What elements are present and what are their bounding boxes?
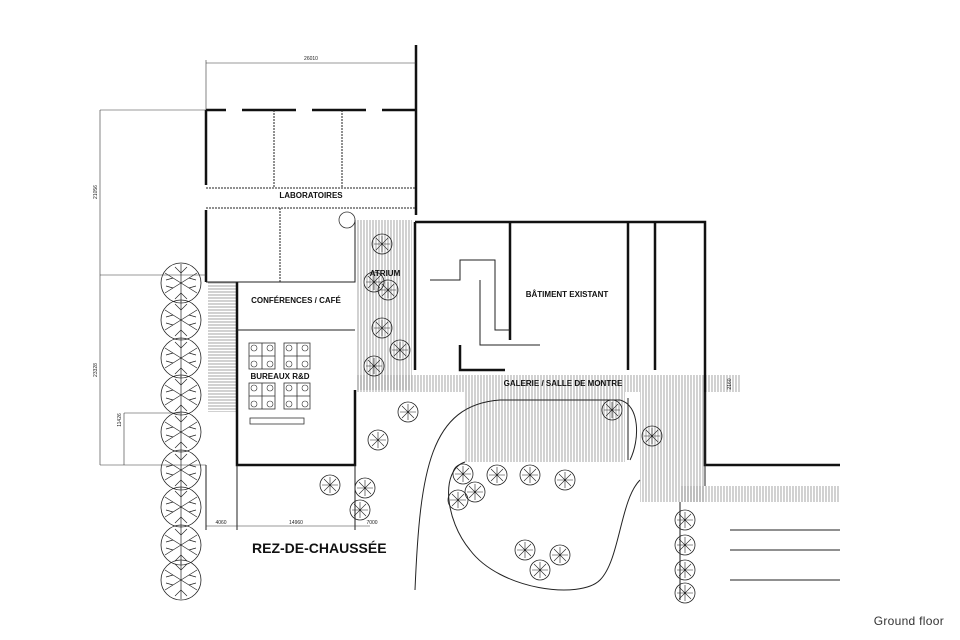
dim-main-height: 23328 [93, 363, 99, 377]
deck-hatch [640, 392, 705, 502]
counter [249, 417, 305, 425]
image-caption: Ground floor [873, 614, 944, 628]
terrace-hatch [208, 282, 236, 352]
desk-cluster [283, 382, 311, 410]
stair-hatch [208, 352, 236, 412]
desk-cluster [248, 342, 276, 370]
walls [204, 45, 840, 467]
room-label-atrium: ATRIUM [370, 269, 401, 278]
dim-bottom-left: 4060 [215, 520, 226, 526]
desk-cluster [283, 342, 311, 370]
room-label-laboratoires: LABORATOIRES [279, 191, 343, 200]
road-hatch [680, 486, 840, 502]
desk-cluster [248, 382, 276, 410]
room-label-conferences: CONFÉRENCES / CAFÉ [251, 296, 341, 305]
plaza-hatch [465, 392, 625, 462]
tree-row [160, 262, 202, 601]
dimension-lines [99, 60, 416, 527]
dim-top-width: 26010 [304, 56, 318, 62]
plan-title: REZ-DE-CHAUSSÉE [252, 540, 387, 556]
galerie-floor [356, 375, 740, 392]
room-label-batiment: BÂTIMENT EXISTANT [526, 290, 609, 299]
room-label-galerie: GALERIE / SALLE DE MONTRE [504, 379, 623, 388]
dim-galerie: 2160 [727, 378, 733, 389]
spiral-stair-icon [338, 211, 356, 229]
room-label-bureaux: BUREAUX R&D [250, 372, 309, 381]
dim-inner-height: 11426 [117, 413, 123, 427]
dim-lab-height: 21056 [93, 185, 99, 199]
dim-bottom-mid: 14960 [289, 520, 303, 526]
dim-bottom-right: 7000 [366, 520, 377, 526]
thin-walls [205, 110, 840, 600]
